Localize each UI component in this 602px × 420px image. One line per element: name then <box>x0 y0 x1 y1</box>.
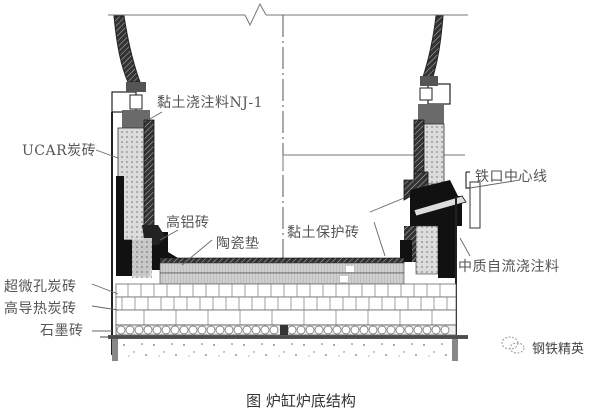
figure-caption: 图 炉缸炉底结构 <box>246 392 356 410</box>
label-graphite-brick: 石墨砖 <box>40 323 84 339</box>
wechat-icon <box>501 336 525 354</box>
leader-lines <box>91 111 521 332</box>
label-micropore-carbon-brick: 超微孔炭砖 <box>4 279 77 295</box>
label-ucar-brick: UCAR炭砖 <box>22 143 97 159</box>
label-clay-protective-brick: 黏土保护砖 <box>287 225 360 241</box>
label-ceramic-pad: 陶瓷垫 <box>216 236 260 252</box>
top-break-line <box>108 2 468 27</box>
right-wall <box>400 15 481 355</box>
label-taphole-centerline: 铁口中心线 <box>475 169 548 185</box>
label-clay-castable: 黏土浇注料NJ-1 <box>157 95 263 111</box>
label-high-alumina-brick: 高铝砖 <box>166 215 210 231</box>
label-medium-self-flow-castable: 中质自流浇注料 <box>458 259 560 275</box>
hearth-bottom-layers <box>100 257 468 361</box>
watermark-text: 钢铁精英 <box>532 342 585 357</box>
label-high-conductivity-carbon-brick: 高导热炭砖 <box>4 301 77 317</box>
